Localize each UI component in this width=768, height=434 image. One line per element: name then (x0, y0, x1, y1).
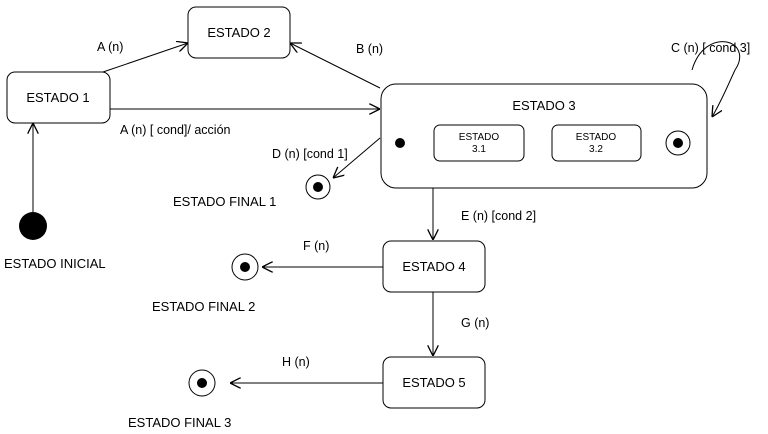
state-label: ESTADO 5 (402, 375, 465, 390)
transition-label-c: C (n) [ cond 3] (671, 41, 750, 55)
initial-pseudostate-label: ESTADO INICIAL (4, 256, 106, 271)
final-pseudostate-2-label: ESTADO FINAL 2 (152, 299, 255, 314)
state-label: ESTADO 1 (26, 90, 89, 105)
transition-label-f: F (n) (303, 239, 329, 253)
state-label: ESTADO 3 (512, 98, 575, 113)
substate-label-line-2: 3.1 (472, 144, 486, 155)
final-pseudostate-3 (188, 369, 216, 397)
initial-pseudostate (19, 212, 47, 240)
substate-label-line-2: 3.2 (589, 144, 603, 155)
inner-final-pseudostate (665, 130, 691, 156)
transition-label-b: B (n) (356, 42, 383, 56)
state-estado-4[interactable]: ESTADO 4 (382, 240, 486, 293)
transition-label-d: D (n) [cond 1] (272, 147, 348, 161)
state-estado-5[interactable]: ESTADO 5 (382, 356, 486, 409)
transition-label-a-cond-action: A (n) [ cond]/ acción (120, 123, 231, 137)
transition-label-e: E (n) [cond 2] (461, 209, 536, 223)
substate-estado-3-2[interactable]: ESTADO 3.2 (551, 124, 642, 162)
transition-b-estado-3-to-estado-2 (290, 43, 381, 89)
final-pseudostate-1 (305, 174, 331, 200)
substate-label-line-1: ESTADO (459, 132, 500, 143)
state-estado-1[interactable]: ESTADO 1 (6, 71, 111, 124)
state-estado-2[interactable]: ESTADO 2 (187, 6, 291, 59)
substate-label-line-1: ESTADO (576, 132, 617, 143)
transition-label-h: H (n) (282, 355, 310, 369)
final-pseudostate-2 (231, 253, 259, 281)
transition-label-g: G (n) (461, 316, 489, 330)
inner-initial-pseudostate (395, 138, 405, 148)
state-estado-3[interactable]: ESTADO 3 ESTADO 3.1 ESTADO 3.2 (380, 83, 708, 189)
substate-estado-3-1[interactable]: ESTADO 3.1 (433, 124, 525, 162)
transition-d-to-final-1 (333, 137, 381, 178)
transition-a-estado-1-to-estado-2 (102, 43, 188, 73)
final-pseudostate-3-label: ESTADO FINAL 3 (128, 415, 231, 430)
transition-c-self-loop (691, 41, 741, 117)
state-label: ESTADO 4 (402, 259, 465, 274)
transition-label-a: A (n) (97, 40, 123, 54)
state-label: ESTADO 2 (207, 25, 270, 40)
final-pseudostate-1-label: ESTADO FINAL 1 (173, 194, 276, 209)
